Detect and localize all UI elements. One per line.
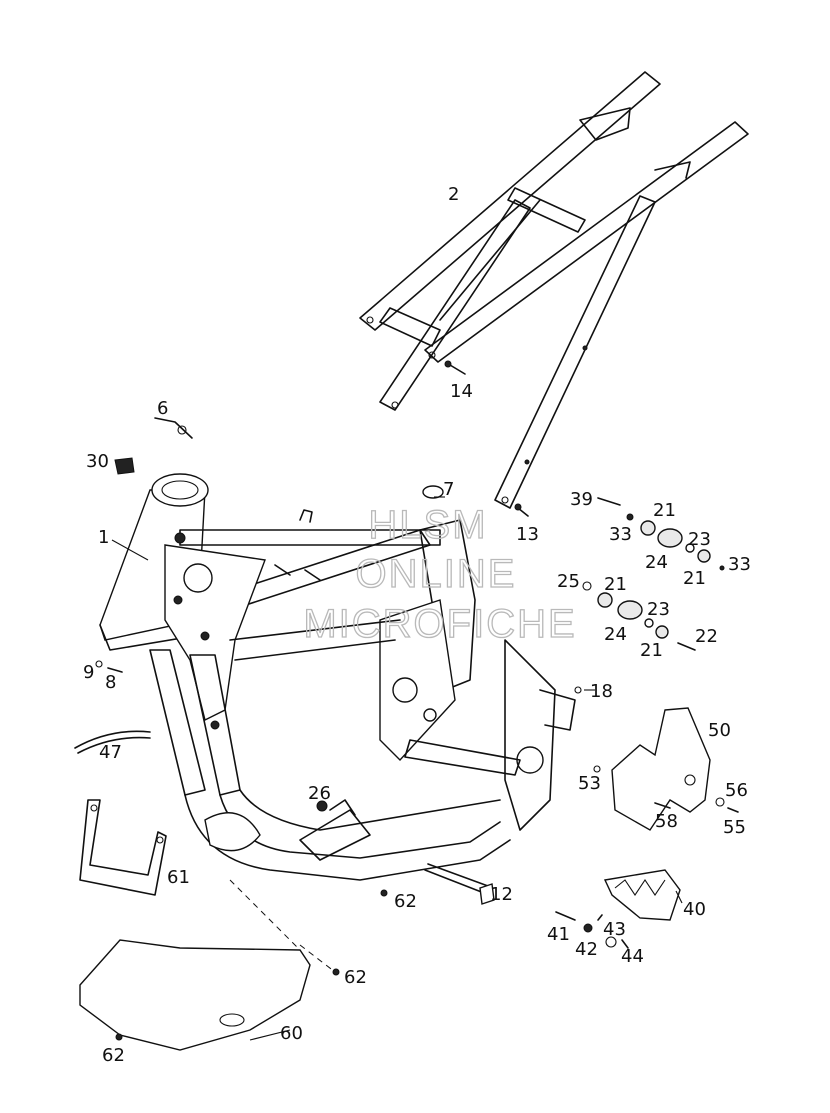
label-part-33-a: 33: [609, 524, 632, 545]
label-part-42: 42: [575, 939, 598, 960]
label-part-55: 55: [723, 817, 746, 838]
label-part-12: 12: [490, 884, 513, 905]
label-part-47: 47: [99, 742, 122, 763]
label-part-22: 22: [695, 626, 718, 647]
main-frame-drawing: [99, 473, 576, 881]
label-part-23-a: 23: [688, 529, 711, 550]
watermark-line2: ONLINE: [356, 552, 517, 596]
label-part-62-b: 62: [344, 967, 367, 988]
label-part-1: 1: [98, 527, 109, 548]
subframe-drawing: [359, 71, 749, 509]
label-part-8: 8: [105, 672, 116, 693]
label-part-30: 30: [86, 451, 109, 472]
label-part-43: 43: [603, 919, 626, 940]
label-part-7: 7: [443, 479, 454, 500]
label-part-62-c: 62: [102, 1045, 125, 1066]
label-part-21-a: 21: [653, 500, 676, 521]
label-part-6: 6: [157, 398, 168, 419]
label-part-25: 25: [557, 571, 580, 592]
label-part-21-b: 21: [683, 568, 706, 589]
label-part-18: 18: [590, 681, 613, 702]
label-part-62-a: 62: [394, 891, 417, 912]
label-part-44: 44: [621, 946, 644, 967]
label-part-2: 2: [448, 184, 459, 205]
label-part-13: 13: [516, 524, 539, 545]
label-part-21-d: 21: [640, 640, 663, 661]
label-part-60: 60: [280, 1023, 303, 1044]
label-part-53: 53: [578, 773, 601, 794]
label-part-41: 41: [547, 924, 570, 945]
watermark-line3: MICROFICHE: [303, 602, 576, 646]
label-part-61: 61: [167, 867, 190, 888]
label-part-33-b: 33: [728, 554, 751, 575]
label-part-24-a: 24: [645, 552, 668, 573]
label-part-9: 9: [83, 662, 94, 683]
label-part-23-b: 23: [647, 599, 670, 620]
label-part-21-c: 21: [604, 574, 627, 595]
label-part-39: 39: [570, 489, 593, 510]
leader-lines: [111, 496, 683, 1041]
label-part-58: 58: [655, 811, 678, 832]
label-part-56: 56: [725, 780, 748, 801]
label-part-14: 14: [450, 381, 473, 402]
part-labels: 1 2 6 7 8 9 12 13 14 18 21 21 21 21 22 2…: [83, 184, 751, 1066]
watermark-line1: HLSM: [368, 503, 487, 547]
label-part-24-b: 24: [604, 624, 627, 645]
label-part-26: 26: [308, 783, 331, 804]
label-part-50: 50: [708, 720, 731, 741]
watermark: HLSM ONLINE MICROFICHE: [303, 502, 576, 646]
hardware-drawing: [74, 360, 739, 1051]
label-part-40: 40: [683, 899, 706, 920]
